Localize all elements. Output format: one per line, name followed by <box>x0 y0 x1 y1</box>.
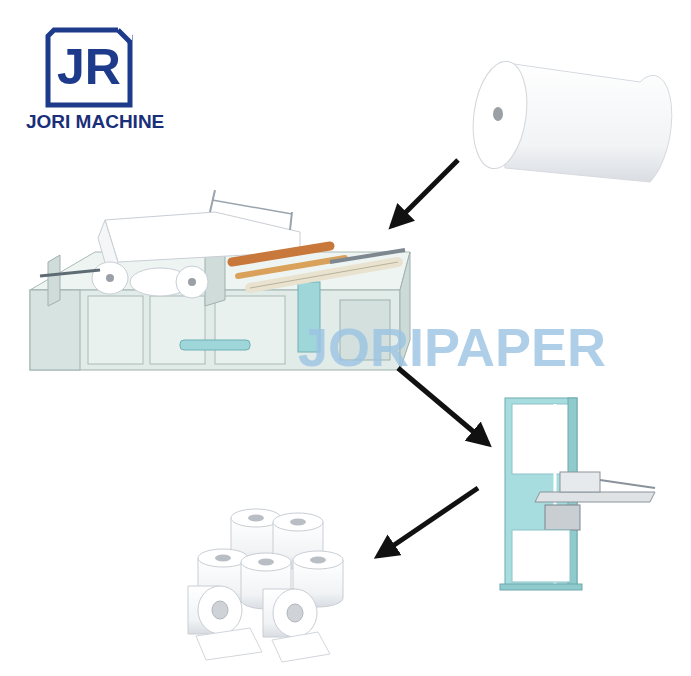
toilet-rolls <box>188 509 343 662</box>
logo-frame <box>48 26 132 105</box>
logo-letters: JR <box>48 30 130 105</box>
band-saw-cutter <box>500 398 655 590</box>
jumbo-roll <box>467 58 672 182</box>
watermark: JORIPAPER <box>298 318 606 377</box>
brand-name: JORI MACHINE <box>26 112 164 133</box>
